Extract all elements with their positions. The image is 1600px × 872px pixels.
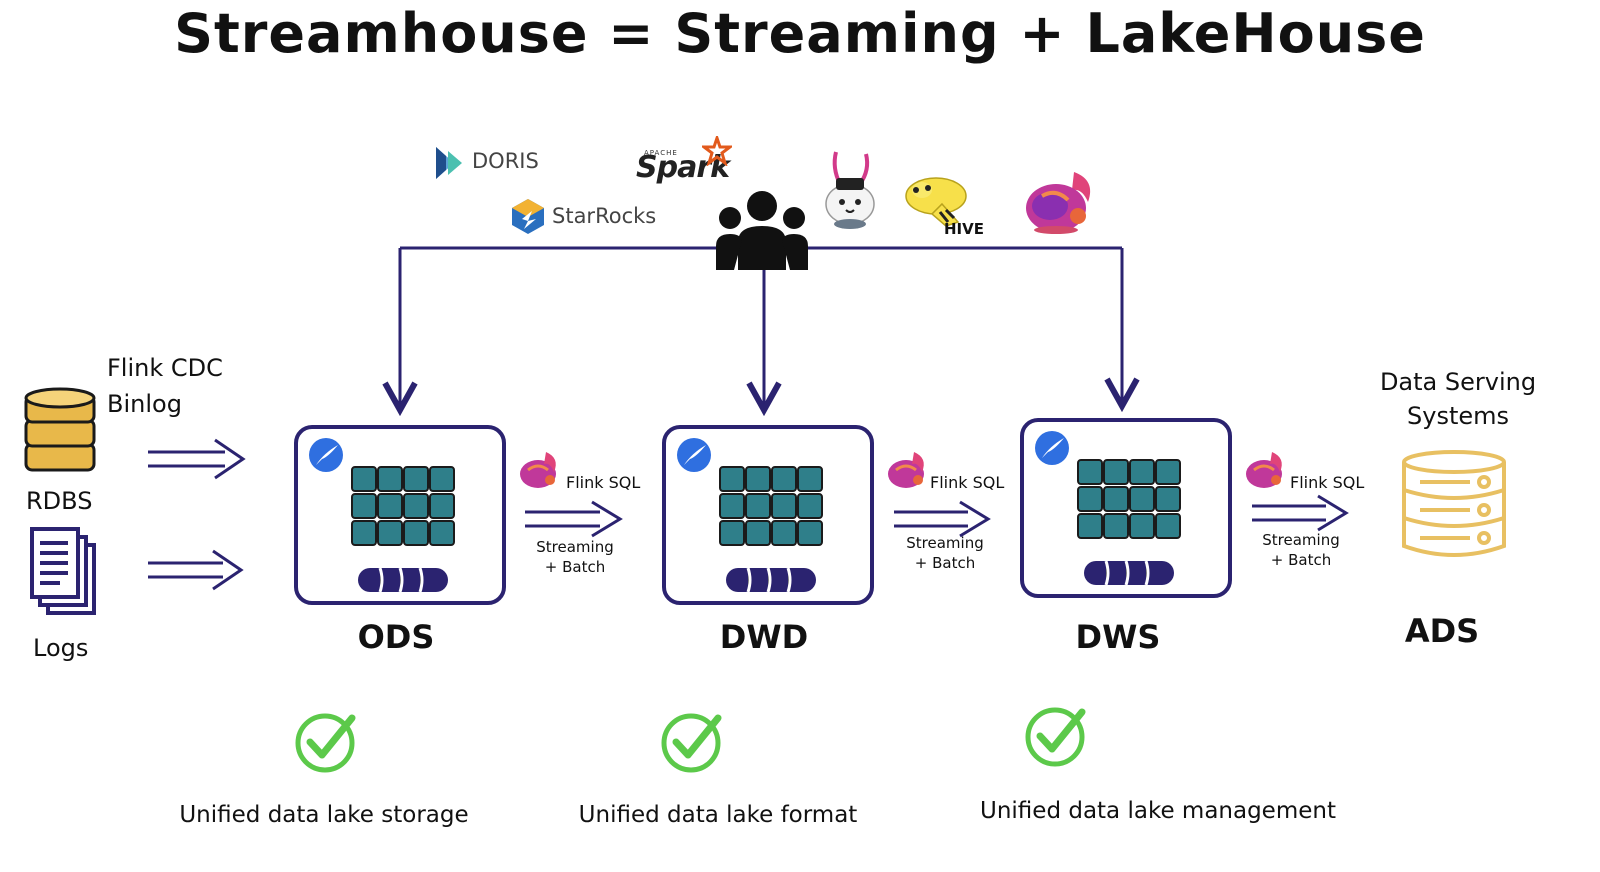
doris-label: DORIS [472,149,539,173]
transform-engine-label: Flink SQL [1290,473,1365,492]
rabbit-logo-icon [825,151,875,229]
table-grid-icon [719,466,823,546]
ods-label: ODS [357,618,435,656]
transform-mode-line1: Streaming [536,538,614,556]
doris-logo: DORIS [432,143,562,183]
table-grid-icon [1077,459,1181,539]
log-files-icon [30,527,96,615]
serving-line1: Data Serving [1379,368,1537,396]
spark-logo: APACHE Spark [636,136,736,188]
benefit-format: Unified data lake format [578,802,858,828]
paimon-badge-icon [677,438,711,472]
serving-database-icon [1402,450,1506,557]
flink-logo-icon [1026,172,1091,234]
dwd-layer-box [662,425,874,605]
transform-mode-line2: + Batch [914,554,976,572]
spark-label: Spark [636,150,730,185]
benefit-storage: Unified data lake storage [179,802,469,828]
transform-mode-line2: + Batch [544,558,606,576]
rdbs-label: RDBS [26,487,93,515]
transform-arrow-dws-ads [1252,494,1349,532]
users-icon [716,191,808,270]
spark-apache-label: APACHE [644,149,678,157]
ingest-arrow-rdbs [148,438,246,480]
starrocks-icon [512,199,544,234]
dwd-label: DWD [719,618,809,656]
log-cylinder-icon [1084,560,1174,586]
dws-layer-box [1020,418,1232,598]
cdc-label: Flink CDC [107,354,223,382]
transform-mode-line2: + Batch [1270,551,1332,569]
log-cylinder-icon [726,567,816,593]
check-icon [661,713,722,773]
ads-label: ADS [1404,612,1480,650]
binlog-label: Binlog [107,390,182,418]
log-cylinder-icon [358,567,448,593]
transform-engine-label: Flink SQL [930,473,1005,492]
transform-mode-line1: Streaming [906,534,984,552]
serving-line2: Systems [1407,402,1509,430]
check-icon [1025,707,1086,767]
transform-arrow-dwd-dws [894,500,991,538]
doris-icon [436,147,462,179]
starrocks-logo: StarRocks [510,197,670,237]
dws-label: DWS [1075,618,1161,656]
database-icon [24,387,96,472]
transform-engine-label: Flink SQL [566,473,641,492]
spark-star-icon [702,136,732,166]
flink-small-icon [520,452,556,488]
flink-small-icon [1246,452,1282,488]
benefit-management: Unified data lake management [980,798,1336,824]
page-title: Streamhouse = Streaming + LakeHouse [174,2,1426,65]
check-icon [295,713,356,773]
flink-small-icon [888,452,924,488]
paimon-badge-icon [309,438,343,472]
table-grid-icon [351,466,455,546]
transform-arrow-ods-dwd [525,500,623,538]
hive-logo: HIVE [902,170,984,240]
hive-bee-icon [905,177,967,227]
ingest-arrow-logs [148,549,244,591]
starrocks-label: StarRocks [552,204,657,228]
paimon-badge-icon [1035,431,1069,465]
transform-mode-line1: Streaming [1262,531,1340,549]
logs-label: Logs [33,634,89,662]
ods-layer-box [294,425,506,605]
hive-label: HIVE [944,220,984,238]
